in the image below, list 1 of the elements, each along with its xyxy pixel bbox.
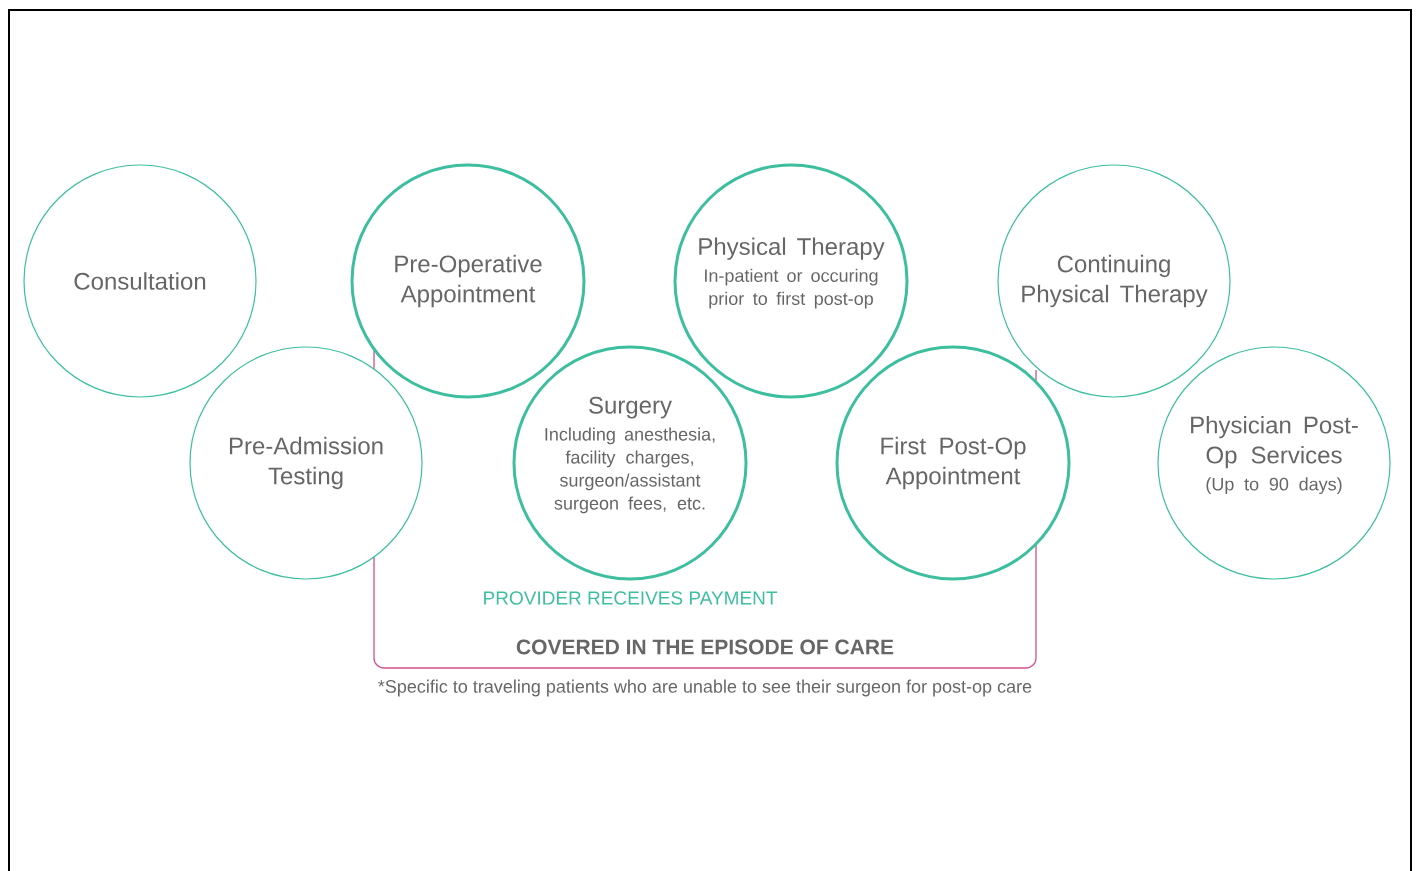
payment-note: PROVIDER RECEIVES PAYMENT [484, 591, 778, 605]
